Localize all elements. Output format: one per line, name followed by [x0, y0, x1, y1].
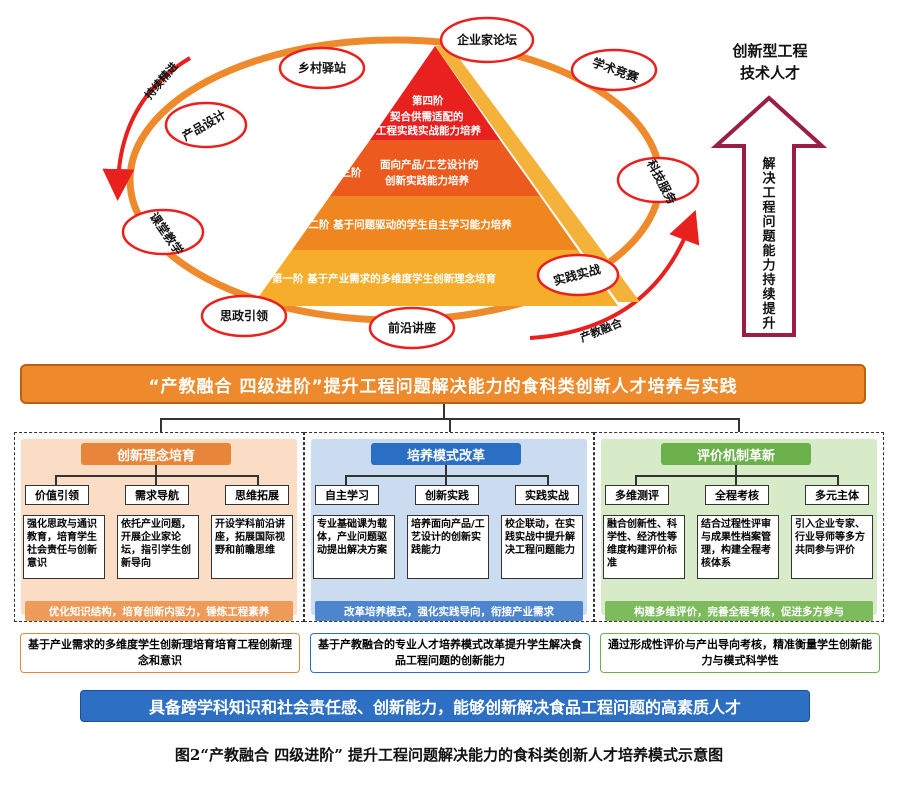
node-village: 乡村驿站 [278, 46, 366, 90]
goal-title-line1: 创新型工程 [731, 42, 807, 60]
pyramid-tier-3 [330, 140, 540, 196]
sub-practical-combat: 实践实战 [515, 485, 579, 505]
panel-innovation-concept: 创新理念培育 价值引领 需求导航 思维拓展 强化思政与通识教育，培育学生社会责任… [14, 432, 304, 622]
right-curved-arrow [529, 210, 700, 340]
panel-training-reform: 培养模式改革 自主学习 创新实践 实践实战 专业基础课为载体，产业问题驱动提出解… [304, 432, 594, 622]
left-curved-arrow [102, 56, 192, 201]
goal-title-line2: 技术人才 [740, 64, 800, 82]
goal-arrow-char: 解 [761, 156, 775, 172]
goal-up-arrow [710, 95, 828, 337]
panel-inner: 创新理念培育 价值引领 需求导航 思维拓展 强化思政与通识教育，培育学生社会责任… [21, 439, 297, 621]
goal-arrow-char: 提 [762, 301, 776, 317]
panel-footer: 优化知识结构，培育创新内驱力，锤炼工程素养 [25, 601, 293, 621]
desc-1: 融合创新性、科学性、经济性等维度构建评价标准 [603, 515, 685, 579]
banner-connector [443, 404, 445, 418]
node-top: 企业家论坛 [439, 16, 535, 64]
panel-footer: 改革培养模式，强化实践导向，衔接产业需求 [315, 601, 583, 621]
node-tech-service: 科技服务 [616, 156, 700, 207]
goal-arrow-char: 力 [762, 258, 775, 274]
desc-2: 结合过程性评审与成果性档案管理，构建全程考核体系 [697, 515, 779, 579]
tier3-line2: 创新实践能力培养 [384, 174, 469, 187]
panel-footer: 构建多维评价，完善全程考核，促进多方参与 [605, 601, 873, 621]
tier3-line1: 面向产品/工艺设计的 [380, 158, 478, 171]
node-lecture: 前沿讲座 [368, 306, 456, 350]
sub-self-study: 自主学习 [315, 485, 379, 505]
pyramid-tier-1 [252, 250, 618, 306]
sub-thinking-expansion: 思维拓展 [225, 485, 289, 505]
top-diagram: 持续精进 产教融合 第四阶 契合供需适配的 工程实践实战能力培养 第三阶 面向产… [102, 16, 828, 350]
figure-caption: 图2“产教融合 四级进阶” 提升工程问题解决能力的食科类创新人才培养模式示意图 [174, 746, 724, 764]
desc-2: 依托产业问题，开展企业家论坛，指引学生创新导向 [117, 515, 199, 579]
final-outcome: 具备跨学科知识和社会责任感、创新能力，能够创新解决食品工程问题的高素质人才 [80, 690, 810, 722]
node-ideology: 思政引领 [200, 294, 288, 338]
summary-3: 通过形成性评价与产出导向考核，精准衡量学生创新能力与模式科学性 [600, 633, 880, 673]
pyramid-tier-4 [370, 46, 500, 140]
goal-arrow-char: 程 [762, 201, 775, 216]
panel-evaluation-innovation: 评价机制革新 多维测评 全程考核 多元主体 融合创新性、科学性、经济性等维度构建… [594, 432, 884, 622]
sub-innovation-practice: 创新实践 [415, 485, 479, 505]
desc-3: 校企联动，在实践实战中提升解决工程问题能力 [501, 515, 583, 579]
svg-text:前沿讲座: 前沿讲座 [388, 320, 436, 335]
sub-multi-evaluation: 多维测评 [605, 485, 669, 505]
node-practice: 实践实战 [536, 253, 620, 297]
panel-inner: 培养模式改革 自主学习 创新实践 实践实战 专业基础课为载体，产业问题驱动提出解… [311, 439, 587, 621]
panel1-connector [160, 418, 162, 432]
main-banner: “产教融合 四级进阶”提升工程问题解决能力的食科类创新人才培养与实践 [20, 364, 866, 404]
desc-1: 强化思政与通识教育，培育学生社会责任与创新意识 [23, 515, 105, 579]
sub-value-guidance: 价值引领 [25, 485, 89, 505]
sub-multiple-subjects: 多元主体 [805, 485, 869, 505]
sub-demand-navigation: 需求导航 [125, 485, 189, 505]
node-classroom: 课堂教学 [121, 208, 205, 257]
goal-arrow-char: 题 [762, 230, 776, 245]
sub-whole-process: 全程考核 [705, 485, 769, 505]
tier4-line1: 契合供需适配的 [389, 110, 464, 123]
panel-title: 创新理念培育 [81, 443, 231, 465]
desc-3: 引入企业专家、行业导师等多方共同参与评价 [791, 515, 873, 579]
goal-arrow-char: 能 [762, 243, 775, 259]
desc-1: 专业基础课为载体，产业问题驱动提出解决方案 [313, 515, 395, 579]
panel-title: 评价机制革新 [661, 443, 811, 465]
tier4-label: 第四阶 [412, 94, 444, 107]
goal-arrow-char: 升 [762, 316, 775, 332]
svg-text:思政引领: 思政引领 [220, 308, 268, 323]
tier4-line2: 工程实践实战能力培养 [376, 124, 481, 137]
desc-3: 开设学科前沿讲座，拓展国际视野和前瞻思维 [211, 515, 293, 579]
pyramid-side [435, 46, 640, 302]
goal-arrow-char: 工 [762, 186, 775, 201]
goal-arrow-char: 续 [762, 287, 775, 303]
panel2-connector [449, 418, 451, 432]
right-arrow-label: 产教融合 [578, 315, 625, 345]
goal-arrow-char: 决 [762, 171, 776, 187]
node-product-design: 产品设计 [164, 101, 248, 149]
desc-2: 培养面向产品/工艺设计的创新实践能力 [407, 515, 489, 579]
goal-arrow-char: 持 [762, 272, 775, 288]
summary-2: 基于产教融合的专业人才培养模式改革提升学生解决食品工程问题的创新能力 [310, 633, 590, 673]
panel3-connector [738, 418, 740, 432]
tier2-text: 第二阶 基于问题驱动的学生自主学习能力培养 [298, 218, 512, 231]
goal-arrow-char: 问 [762, 214, 775, 230]
svg-text:企业家论坛: 企业家论坛 [456, 32, 517, 47]
svg-text:乡村驿站: 乡村驿站 [298, 60, 346, 75]
node-competition: 学术竞赛 [570, 48, 658, 92]
tier1-text: 第一阶 基于产业需求的多维度学生创新理念培育 [272, 272, 497, 285]
panel-title: 培养模式改革 [371, 443, 521, 465]
tier3-label: 第三阶 [330, 166, 362, 179]
summary-1: 基于产业需求的多维度学生创新理培育培育工程创新理念和意识 [20, 633, 300, 673]
left-arrow-label: 持续精进 [142, 59, 181, 102]
pyramid-tier-2 [292, 196, 578, 250]
panel-inner: 评价机制革新 多维测评 全程考核 多元主体 融合创新性、科学性、经济性等维度构建… [601, 439, 877, 621]
